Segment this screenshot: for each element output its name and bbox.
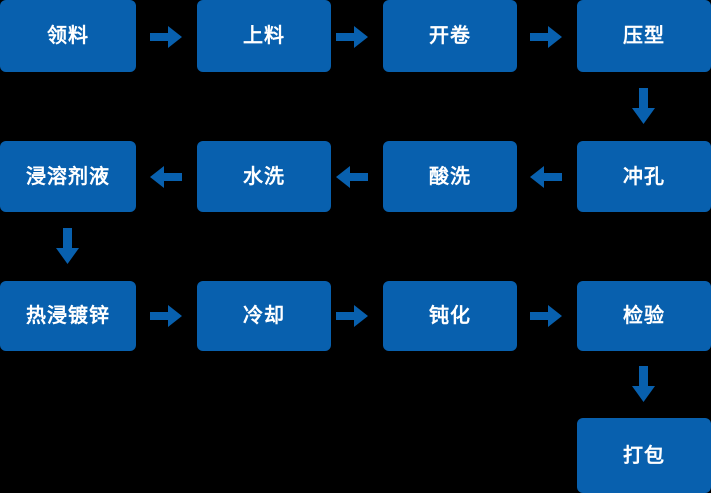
flow-node-label: 打包 [623, 444, 665, 467]
arrow-left-icon [336, 166, 368, 188]
flow-node-label: 检验 [623, 305, 665, 327]
flow-node-n4[interactable]: 压型 [577, 0, 711, 72]
flow-node-label: 压型 [623, 25, 665, 47]
flow-node-n8[interactable]: 浸溶剂液 [0, 141, 136, 212]
flow-node-n11[interactable]: 钝化 [383, 281, 517, 351]
arrow-left-icon [530, 166, 562, 188]
flow-node-n1[interactable]: 领料 [0, 0, 136, 72]
arrow-down-icon [632, 366, 655, 402]
flow-node-label: 钝化 [429, 305, 471, 327]
flow-node-n3[interactable]: 开卷 [383, 0, 517, 72]
arrow-right-icon [336, 305, 368, 327]
flow-node-n6[interactable]: 酸洗 [383, 141, 517, 212]
flow-node-label: 酸洗 [429, 165, 471, 188]
flow-node-label: 领料 [47, 25, 89, 47]
arrow-right-icon [150, 26, 182, 48]
flow-node-n9[interactable]: 热浸镀锌 [0, 281, 136, 351]
flow-node-n2[interactable]: 上料 [197, 0, 331, 72]
flow-node-n12[interactable]: 检验 [577, 281, 711, 351]
arrow-down-icon [632, 88, 655, 124]
arrow-right-icon [336, 26, 368, 48]
flow-node-label: 热浸镀锌 [26, 305, 110, 327]
flow-node-n7[interactable]: 水洗 [197, 141, 331, 212]
arrow-right-icon [530, 305, 562, 327]
arrow-right-icon [150, 305, 182, 327]
flow-node-label: 水洗 [243, 165, 285, 188]
arrow-down-icon [56, 228, 79, 264]
flow-node-label: 冲孔 [623, 165, 665, 188]
flow-node-n13[interactable]: 打包 [577, 418, 711, 493]
arrow-right-icon [530, 26, 562, 48]
flow-node-n5[interactable]: 冲孔 [577, 141, 711, 212]
flow-node-label: 冷却 [243, 305, 285, 327]
flow-node-n10[interactable]: 冷却 [197, 281, 331, 351]
arrow-left-icon [150, 166, 182, 188]
flow-node-label: 开卷 [429, 25, 471, 47]
flow-node-label: 上料 [243, 25, 285, 47]
flow-node-label: 浸溶剂液 [26, 165, 110, 188]
